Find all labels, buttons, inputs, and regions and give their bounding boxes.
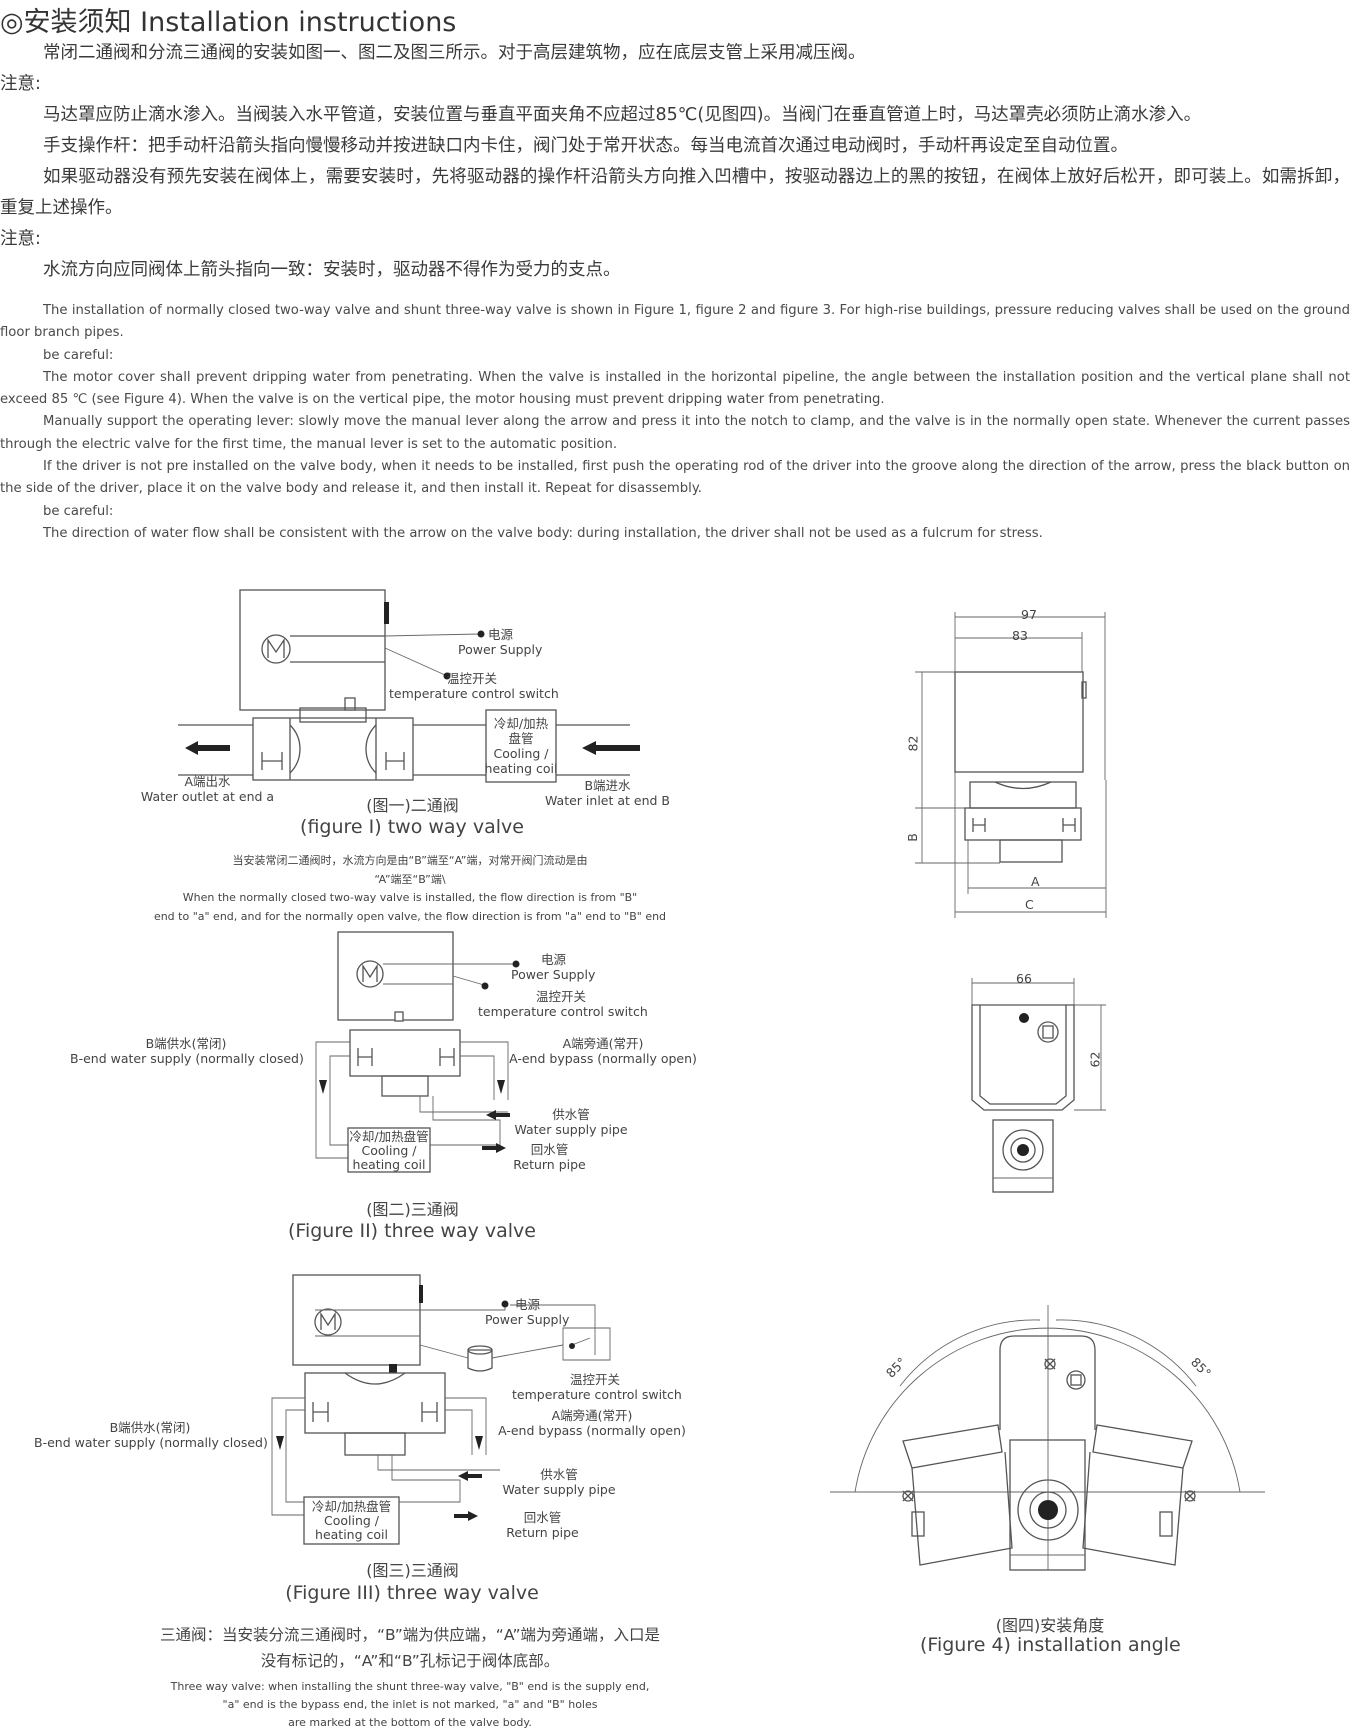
fig3-temp-label: 温控开关 temperature control switch	[512, 1372, 682, 1402]
en-paragraph-5: The direction of water flow shall be con…	[43, 525, 1043, 541]
en-paragraph-2: The motor cover shall prevent dripping w…	[0, 369, 1350, 408]
fig2-return-label: 回水管 Return pipe	[513, 1142, 586, 1172]
page-title: ◎安装须知 Installation instructions	[0, 7, 457, 38]
en-note-1: be careful:	[43, 347, 114, 363]
fig3-note-en: Three way valve: when installing the shu…	[170, 1680, 650, 1729]
dim-A: A	[1031, 874, 1040, 889]
fig3-power-label: 电源 Power Supply	[485, 1297, 570, 1327]
motor-m-icon	[261, 634, 291, 664]
fig2-caption-en: (Figure II) three way valve	[288, 1220, 536, 1242]
fig1-outlet-label: A端出水 Water outlet at end a	[140, 774, 275, 804]
fig1-temp-label: 温控开关 temperature control switch	[389, 671, 559, 701]
fig3-coil-label: 冷却/加热盘管 Cooling / heating coil	[311, 1499, 392, 1542]
flow-arrow-icon	[185, 741, 230, 755]
fig1-coil-label: 冷却/加热 盘管 Cooling / heating coil	[484, 716, 558, 776]
en-paragraph-1: The installation of normally closed two-…	[0, 303, 1350, 341]
fig3-supply-label: 供水管 Water supply pipe	[502, 1467, 616, 1497]
fig3-caption-en: (Figure III) three way valve	[285, 1582, 539, 1604]
fig3-note-cn: 三通阀：当安装分流三通阀时，“B”端为供应端，“A”端为旁通端，入口是 没有标记…	[159, 1626, 661, 1670]
en-note-2: be careful:	[43, 503, 114, 519]
fig1-note: 当安装常闭二通阀时，水流方向是由“B”端至“A”端，对常开阀门流动是由 “A”端…	[153, 854, 667, 923]
cn-paragraph-1: 常闭二通阀和分流三通阀的安装如图一、图二及图三所示。对于高层建筑物，应在底层支管…	[43, 43, 866, 63]
fig4-caption-en: (Figure 4) installation angle	[920, 1634, 1181, 1656]
cn-paragraph-5: 水流方向应同阀体上箭头指向一致：安装时，驱动器不得作为受力的支点。	[43, 260, 621, 280]
dim-97: 97	[1021, 607, 1037, 622]
cn-paragraph-3: 手支操作杆：把手动杆沿箭头指向慢慢移动并按进缺口内卡住，阀门处于常开状态。每当电…	[43, 136, 1128, 156]
fig3-a-end-label: A端旁通(常开) A-end bypass (normally open)	[498, 1408, 686, 1438]
fig2-b-end-label: B端供水(常闭) B-end water supply (normally cl…	[70, 1036, 304, 1066]
fig2-temp-label: 温控开关 temperature control switch	[478, 989, 648, 1019]
chinese-instructions: 常闭二通阀和分流三通阀的安装如图一、图二及图三所示。对于高层建筑物，应在底层支管…	[0, 38, 1350, 286]
fig2-power-label: 电源 Power Supply	[511, 952, 596, 982]
cn-paragraph-4: 如果驱动器没有预先安装在阀体上，需要安装时，先将驱动器的操作杆沿箭头方向推入凹槽…	[0, 167, 1350, 218]
fig1-caption-en: (figure I) two way valve	[300, 816, 524, 838]
dim-C: C	[1025, 897, 1034, 912]
en-paragraph-3: Manually support the operating lever: sl…	[0, 414, 1350, 452]
fig1-inlet-label: B端进水 Water inlet at end B	[545, 778, 670, 808]
fig2-caption-cn: (图二)三通阀	[366, 1200, 459, 1219]
en-paragraph-4: If the driver is not pre installed on th…	[0, 459, 1350, 497]
cn-paragraph-2: 马达罩应防止滴水渗入。当阀装入水平管道，安装位置与垂直平面夹角不应超过85℃(见…	[43, 105, 1202, 125]
fig1-power-label: 电源 Power Supply	[458, 627, 543, 657]
fig2-coil-label: 冷却/加热盘管 Cooling / heating coil	[349, 1129, 429, 1172]
cn-note-1: 注意:	[0, 74, 41, 94]
fig2-supply-label: 供水管 Water supply pipe	[514, 1107, 628, 1137]
english-instructions: The installation of normally closed two-…	[0, 300, 1350, 545]
fig3-caption-cn: (图三)三通阀	[366, 1561, 459, 1580]
fig4-caption-cn: (图四)安装角度	[995, 1616, 1105, 1635]
dim-83: 83	[1012, 628, 1028, 643]
fig3-return-label: 回水管 Return pipe	[506, 1510, 579, 1540]
cn-note-2: 注意:	[0, 229, 41, 249]
fig1-caption-cn: (图一)二通阀	[366, 796, 459, 815]
fig2-a-end-label: A端旁通(常开) A-end bypass (normally open)	[509, 1036, 697, 1066]
fig3-b-end-label: B端供水(常闭) B-end water supply (normally cl…	[34, 1420, 268, 1450]
dim-66: 66	[1016, 971, 1032, 986]
